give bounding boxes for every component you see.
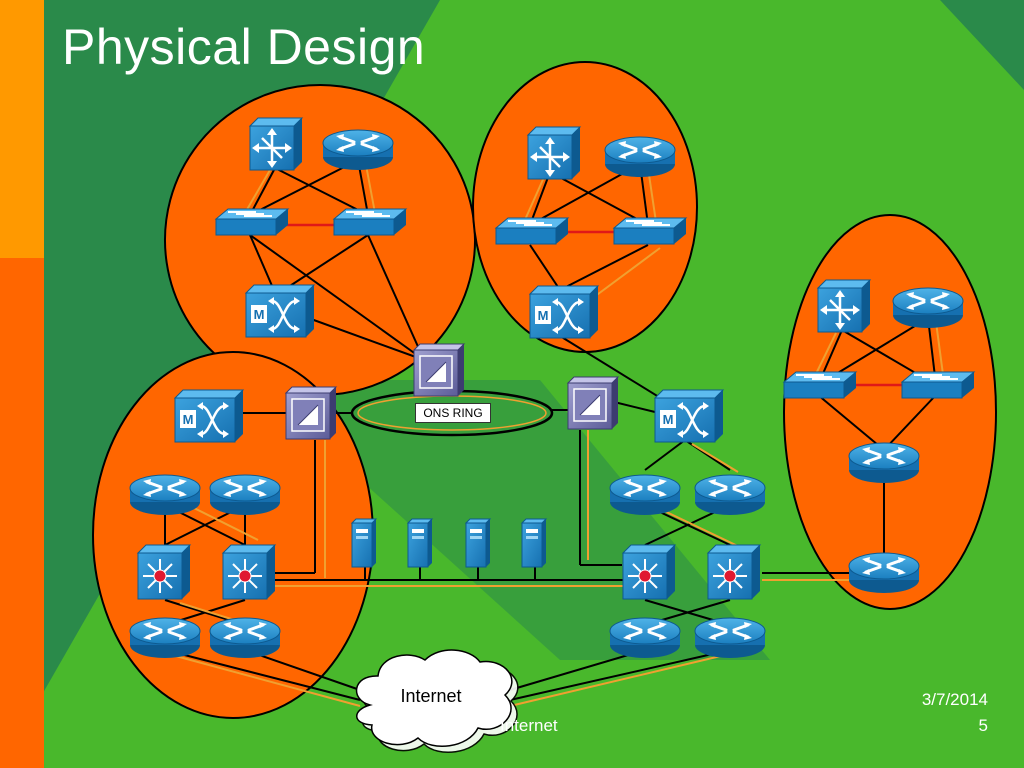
router-icon bbox=[847, 551, 921, 595]
atm-switch-icon bbox=[528, 284, 600, 340]
server-icon bbox=[521, 518, 547, 568]
atm-switch-icon bbox=[653, 388, 725, 444]
workgroup-switch-icon bbox=[495, 217, 569, 245]
router-icon bbox=[208, 616, 282, 660]
multilayer-switch-icon bbox=[248, 116, 304, 172]
core-switch-icon bbox=[137, 544, 191, 600]
atm-switch-icon bbox=[244, 283, 316, 339]
ons-node-icon bbox=[567, 376, 619, 430]
router-icon bbox=[693, 616, 767, 660]
ons-ring-label: ONS RING bbox=[415, 403, 491, 423]
footer-date: 3/7/2014 bbox=[921, 690, 988, 709]
core-switch-icon bbox=[707, 544, 761, 600]
router-icon bbox=[891, 286, 965, 330]
workgroup-switch-icon bbox=[613, 217, 687, 245]
core-switch-icon bbox=[622, 544, 676, 600]
internet-cloud-label: Internet bbox=[400, 686, 462, 706]
router-icon bbox=[128, 616, 202, 660]
cloud-icon bbox=[355, 649, 519, 753]
core-switch-icon bbox=[222, 544, 276, 600]
workgroup-switch-icon bbox=[333, 208, 407, 236]
multilayer-switch-icon bbox=[816, 278, 872, 334]
router-icon bbox=[321, 128, 395, 172]
router-icon bbox=[693, 473, 767, 517]
router-icon bbox=[128, 473, 202, 517]
server-icon bbox=[465, 518, 491, 568]
slide-title: Physical Design bbox=[62, 19, 426, 75]
server-icon bbox=[351, 518, 377, 568]
router-icon bbox=[847, 441, 921, 485]
workgroup-switch-icon bbox=[215, 208, 289, 236]
zone-right bbox=[783, 214, 997, 610]
workgroup-switch-icon bbox=[901, 371, 975, 399]
router-icon bbox=[208, 473, 282, 517]
ons-node-icon bbox=[413, 343, 465, 397]
multilayer-switch-icon bbox=[526, 125, 582, 181]
server-icon bbox=[407, 518, 433, 568]
page-number: 5 bbox=[978, 716, 988, 735]
ons-node-icon bbox=[285, 386, 337, 440]
router-icon bbox=[608, 473, 682, 517]
footer-text: Internet bbox=[500, 716, 558, 735]
workgroup-switch-icon bbox=[783, 371, 857, 399]
router-icon bbox=[608, 616, 682, 660]
zone-top-left bbox=[163, 83, 476, 396]
router-icon bbox=[603, 135, 677, 179]
atm-switch-icon bbox=[173, 388, 245, 444]
